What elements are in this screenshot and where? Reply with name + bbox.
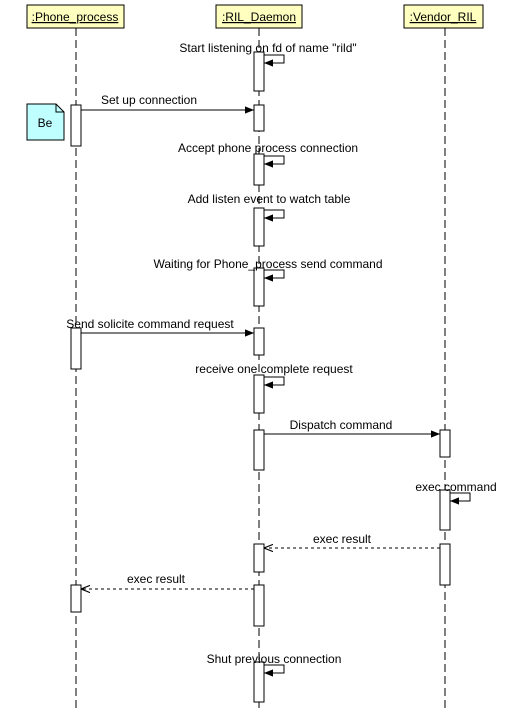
message-label: Send solicite command request — [66, 317, 234, 331]
message-label: receive one complete request — [195, 362, 353, 376]
activation-bar — [439, 489, 451, 531]
message-label: exec command — [415, 480, 496, 494]
activation-bar — [253, 543, 265, 573]
activation-bar — [253, 374, 265, 414]
message-exec-command: exec command — [415, 480, 497, 505]
message-label: Accept phone process connection — [178, 141, 358, 155]
activation-bar — [253, 429, 265, 471]
activation-bar — [253, 327, 265, 356]
activation-bar — [253, 584, 265, 627]
message-label: Add listen event to watch table — [188, 192, 351, 206]
message-label: Dispatch command — [290, 418, 393, 432]
message-start-listening: Start listening on fd of name "rild" — [179, 41, 357, 67]
participant-label: :Vendor_RIL — [410, 10, 477, 24]
activation-bar — [253, 153, 265, 186]
activations — [70, 51, 451, 703]
message-label: Set up connection — [101, 93, 197, 107]
note: Be — [26, 103, 65, 141]
activation-bar — [253, 51, 265, 92]
message-waiting-for-command: Waiting for Phone_process send command — [153, 257, 383, 282]
activation-bar — [253, 104, 265, 132]
message-dispatch-command: Dispatch command — [264, 418, 440, 438]
message-exec-result-vendor: exec result — [264, 532, 440, 548]
activation-bar — [253, 207, 265, 247]
participant-ril-daemon[interactable]: :RIL_Daemon — [215, 4, 303, 29]
message-label: Waiting for Phone_process send command — [153, 257, 382, 271]
message-send-solicite-request: Send solicite command request — [66, 317, 254, 337]
activation-bar — [253, 267, 265, 307]
message-exec-result-ril: exec result — [81, 572, 254, 589]
message-label: Start listening on fd of name "rild" — [179, 41, 356, 55]
message-label: exec result — [127, 572, 186, 586]
participant-phone-process[interactable]: :Phone_process — [26, 4, 125, 29]
activation-bar — [70, 584, 82, 613]
message-label: exec result — [313, 532, 372, 546]
participant-label: :Phone_process — [32, 10, 119, 24]
participant-vendor-ril[interactable]: :Vendor_RIL — [403, 4, 484, 29]
message-set-up-connection: Set up connection — [81, 93, 254, 114]
activation-bar — [70, 327, 82, 370]
activation-bar — [439, 543, 451, 586]
message-add-listen-event: Add listen event to watch table — [188, 192, 351, 222]
participant-label: :RIL_Daemon — [222, 10, 296, 24]
activation-bar — [439, 429, 451, 458]
activation-bar — [253, 661, 265, 703]
message-label: Shut previous connection — [207, 652, 342, 666]
message-receive-request: receive one complete request — [195, 362, 353, 389]
message-shut-connection: Shut previous connection — [207, 652, 342, 677]
activation-bar — [70, 104, 82, 147]
note-label: Be — [38, 116, 53, 130]
message-accept-connection: Accept phone process connection — [178, 141, 358, 168]
